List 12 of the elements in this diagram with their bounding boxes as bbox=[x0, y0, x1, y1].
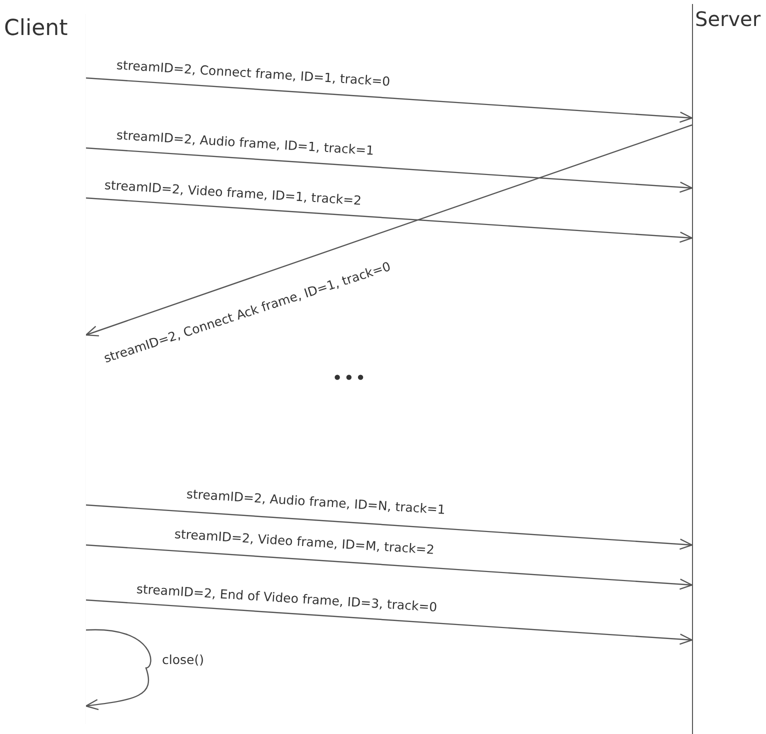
self-message-arrow bbox=[85, 629, 152, 710]
message-arrow bbox=[86, 147, 693, 193]
message-arrow bbox=[86, 504, 693, 550]
message-arrow bbox=[86, 197, 693, 243]
continuation-dots: ••• bbox=[332, 368, 367, 389]
message-arrow bbox=[86, 599, 693, 645]
edge-label: close() bbox=[160, 652, 206, 667]
participant-label: Client bbox=[4, 16, 68, 41]
message-arrow bbox=[86, 544, 693, 590]
message-arrow bbox=[86, 77, 693, 123]
participant-label: Server bbox=[695, 7, 761, 31]
message-arrow bbox=[85, 124, 692, 336]
